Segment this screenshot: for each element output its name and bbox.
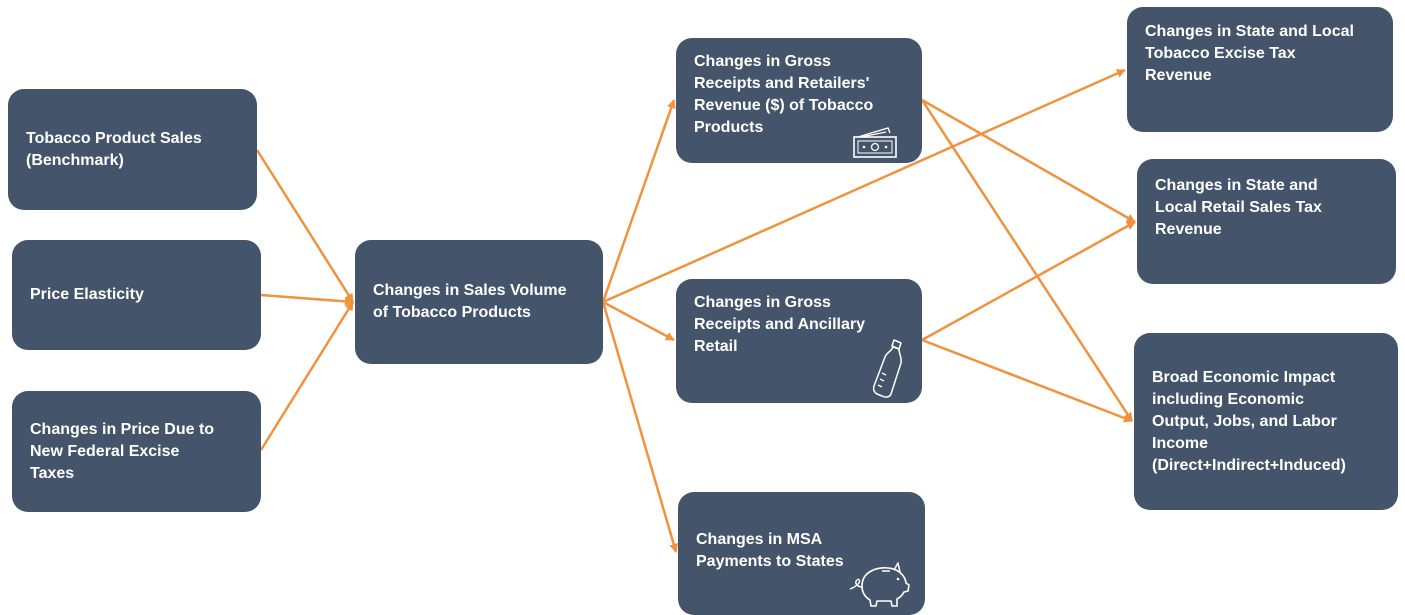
bottle-icon [872, 339, 902, 398]
arrow-price-elasticity-to-sales-volume [260, 293, 354, 306]
node-gross-receipts-ancillary: Changes in Gross Receipts and Ancillary … [676, 279, 922, 403]
arrow-sales-volume-to-gross-receipts-tobacco [601, 99, 676, 303]
node-changes-in-price: Changes in Price Due to New Federal Exci… [12, 391, 261, 512]
node-label: Changes in Gross Receipts and Retailers'… [694, 53, 874, 136]
node-broad-economic-impact: Broad Economic Impact including Economic… [1134, 333, 1398, 510]
arrow-gross-receipts-tobacco-to-broad-economic-impact [920, 99, 1134, 422]
arrow-sales-volume-to-gross-receipts-ancillary [602, 300, 675, 342]
node-retail-sales-tax-revenue: Changes in State and Local Retail Sales … [1137, 159, 1396, 284]
arrow-tobacco-sales-to-sales-volume [255, 149, 355, 303]
piggy-bank-icon [849, 562, 910, 607]
node-msa-payments: Changes in MSA Payments to States [678, 492, 925, 615]
node-gross-receipts-tobacco: Changes in Gross Receipts and Retailers'… [676, 38, 922, 163]
arrow-gross-receipts-ancillary-to-retail-sales-tax-revenue [921, 220, 1136, 342]
arrow-price-changes-to-sales-volume [259, 301, 355, 451]
node-label: Changes in MSA Payments to States [696, 530, 844, 570]
node-tobacco-product-sales: Tobacco Product Sales (Benchmark) [8, 89, 257, 210]
arrow-gross-receipts-ancillary-to-broad-economic-impact [921, 338, 1133, 423]
node-excise-tax-revenue: Changes in State and Local Tobacco Excis… [1127, 7, 1393, 132]
node-label: Changes in Gross Receipts and Ancillary … [694, 294, 866, 355]
arrow-sales-volume-to-excise-tax-revenue [602, 68, 1126, 304]
money-icon [853, 127, 897, 158]
node-price-elasticity: Price Elasticity [12, 240, 261, 350]
node-changes-in-sales-volume: Changes in Sales Volume of Tobacco Produ… [355, 240, 603, 364]
arrow-gross-receipts-tobacco-to-retail-sales-tax-revenue [921, 98, 1136, 224]
arrow-sales-volume-to-msa-payments [601, 301, 679, 553]
